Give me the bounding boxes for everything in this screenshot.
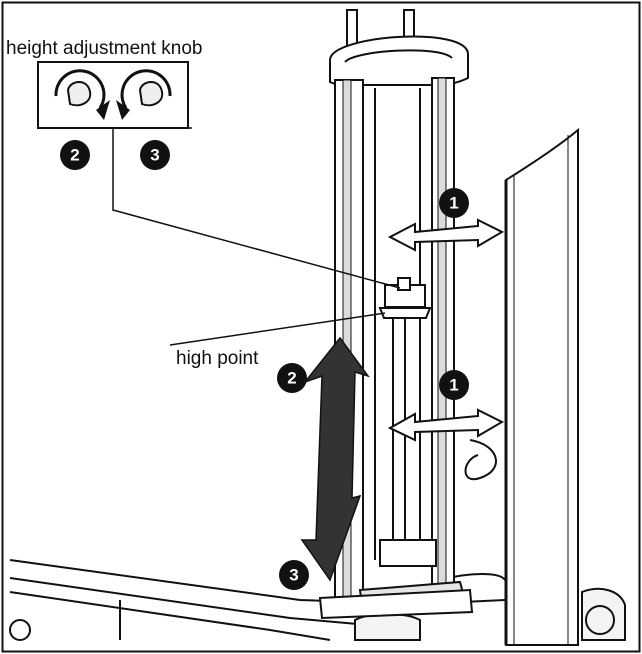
knob-bracket (378, 277, 432, 319)
badge-height-up-number: 2 (287, 369, 296, 388)
badge-knob-left: 2 (60, 140, 90, 170)
badge-knob-right-number: 3 (150, 146, 159, 165)
badge-knob-right: 3 (140, 140, 170, 170)
side-cover-panel (504, 127, 579, 646)
badge-panel-upper-number: 1 (449, 194, 458, 213)
badge-panel-lower-number: 1 (449, 376, 458, 395)
knob-icon-group (37, 61, 189, 129)
badge-knob-left-number: 2 (70, 146, 79, 165)
clockwise-turn-hand-icon (54, 69, 110, 120)
badge-panel-upper: 1 (439, 188, 469, 218)
counterclockwise-turn-hand-icon (116, 69, 172, 120)
badge-height-up: 2 (277, 363, 307, 393)
badge-height-down: 3 (279, 560, 309, 590)
cable (464, 439, 497, 481)
badge-height-down-number: 3 (289, 566, 298, 585)
knob-label: height adjustment knob (6, 38, 202, 59)
high-point-label: high point (176, 348, 259, 369)
panel-removal-arrows (387, 218, 505, 442)
height-arrow (300, 336, 370, 582)
badge-panel-lower: 1 (439, 370, 469, 400)
